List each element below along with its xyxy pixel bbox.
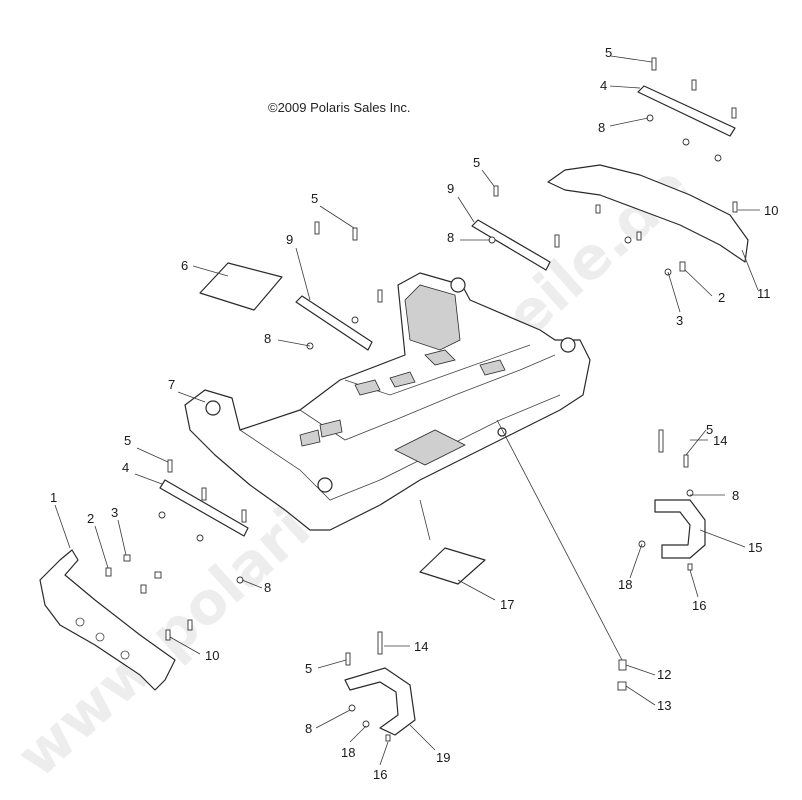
leader-lines (54, 55, 760, 766)
callout-15: 15 (748, 540, 762, 555)
part-19-left-handle (344, 667, 416, 736)
callout-18: 18 (618, 577, 632, 592)
callout-18: 18 (341, 745, 355, 760)
part-4-left-rail (159, 479, 249, 537)
callout-8: 8 (598, 120, 605, 135)
callout-8: 8 (732, 488, 739, 503)
callout-5: 5 (311, 191, 318, 206)
copyright-text: ©2009 Polaris Sales Inc. (268, 100, 411, 115)
callout-3: 3 (111, 505, 118, 520)
callout-16: 16 (373, 767, 387, 782)
callout-2: 2 (87, 511, 94, 526)
callout-7: 7 (168, 377, 175, 392)
callout-8: 8 (305, 721, 312, 736)
callout-9: 9 (447, 181, 454, 196)
fasteners (105, 57, 738, 742)
callout-labels: 1 2 2 3 3 4 4 5 5 5 5 5 5 6 7 8 8 8 8 8 … (50, 45, 778, 782)
part-9-left-bracket (295, 295, 373, 351)
callout-10: 10 (764, 203, 778, 218)
callout-2: 2 (718, 290, 725, 305)
bumper-hole (75, 617, 85, 627)
part-17-pad (419, 547, 486, 585)
callout-9: 9 (286, 232, 293, 247)
callout-19: 19 (436, 750, 450, 765)
callout-5: 5 (706, 422, 713, 437)
part-11-right-bumper (547, 164, 749, 263)
part-13-cap (617, 681, 627, 691)
part-15-right-handle (654, 499, 706, 559)
callout-14: 14 (713, 433, 727, 448)
part-6-label-sheet (199, 262, 283, 311)
callout-17: 17 (500, 597, 514, 612)
callout-5: 5 (473, 155, 480, 170)
callout-16: 16 (692, 598, 706, 613)
callout-1: 1 (50, 490, 57, 505)
callout-8: 8 (264, 580, 271, 595)
part-12-fastener (618, 659, 627, 671)
callout-3: 3 (676, 313, 683, 328)
callout-8: 8 (447, 230, 454, 245)
callout-4: 4 (600, 78, 607, 93)
part-7-cargo-box (184, 272, 591, 531)
callout-5: 5 (124, 433, 131, 448)
callout-5: 5 (605, 45, 612, 60)
part-4-right-rail (637, 85, 736, 137)
callout-6: 6 (181, 258, 188, 273)
callout-14: 14 (414, 639, 428, 654)
callout-10: 10 (205, 648, 219, 663)
callout-5: 5 (305, 661, 312, 676)
bumper-hole (95, 632, 105, 642)
callout-12: 12 (657, 667, 671, 682)
callout-8: 8 (264, 331, 271, 346)
callout-11: 11 (757, 286, 771, 301)
callout-4: 4 (122, 460, 129, 475)
bumper-hole (120, 650, 130, 660)
part-9-right-bracket (471, 219, 551, 271)
part-1-left-bumper (39, 549, 176, 691)
callout-13: 13 (657, 698, 671, 713)
